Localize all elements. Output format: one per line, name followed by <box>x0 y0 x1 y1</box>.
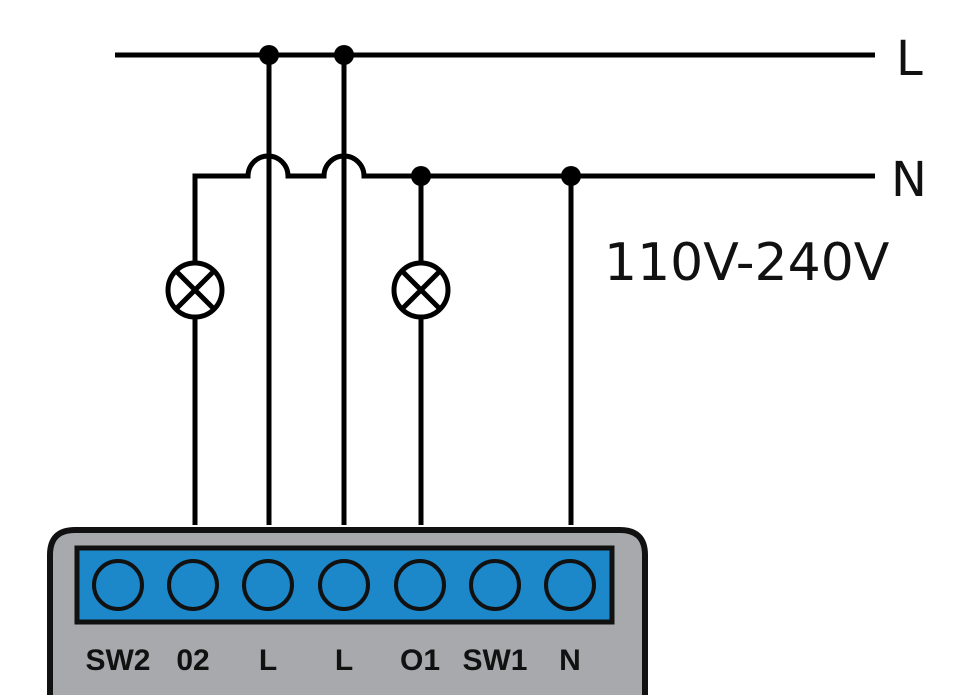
terminal-labels: SW2 02 L L O1 SW1 N <box>85 644 580 677</box>
voltage-label: 110V-240V <box>604 233 890 293</box>
terminal-screw <box>394 559 446 611</box>
terminal-label-l2: L <box>335 644 353 677</box>
terminal-label-l1: L <box>259 644 277 677</box>
terminal-label-sw2: SW2 <box>85 644 150 677</box>
neutral-line-wire <box>192 153 875 525</box>
terminal-screw <box>544 559 596 611</box>
terminal-label-o1: O1 <box>400 644 440 677</box>
junction-dot <box>411 166 431 186</box>
terminal-label-02: 02 <box>176 644 209 677</box>
terminal-screw <box>92 559 144 611</box>
junction-dot <box>259 45 279 65</box>
terminal-screw <box>242 559 294 611</box>
lamp-icon <box>165 260 225 320</box>
terminal-screw <box>318 559 370 611</box>
line-label-n: N <box>891 152 927 208</box>
terminal-screws <box>92 559 596 611</box>
terminal-screw <box>469 559 521 611</box>
terminal-screw <box>167 559 219 611</box>
line-label-l: L <box>896 31 923 87</box>
junction-dot <box>334 45 354 65</box>
terminal-label-n: N <box>559 644 581 677</box>
terminal-label-sw1: SW1 <box>462 644 527 677</box>
junction-dot <box>561 166 581 186</box>
lamp-icon <box>391 260 451 320</box>
